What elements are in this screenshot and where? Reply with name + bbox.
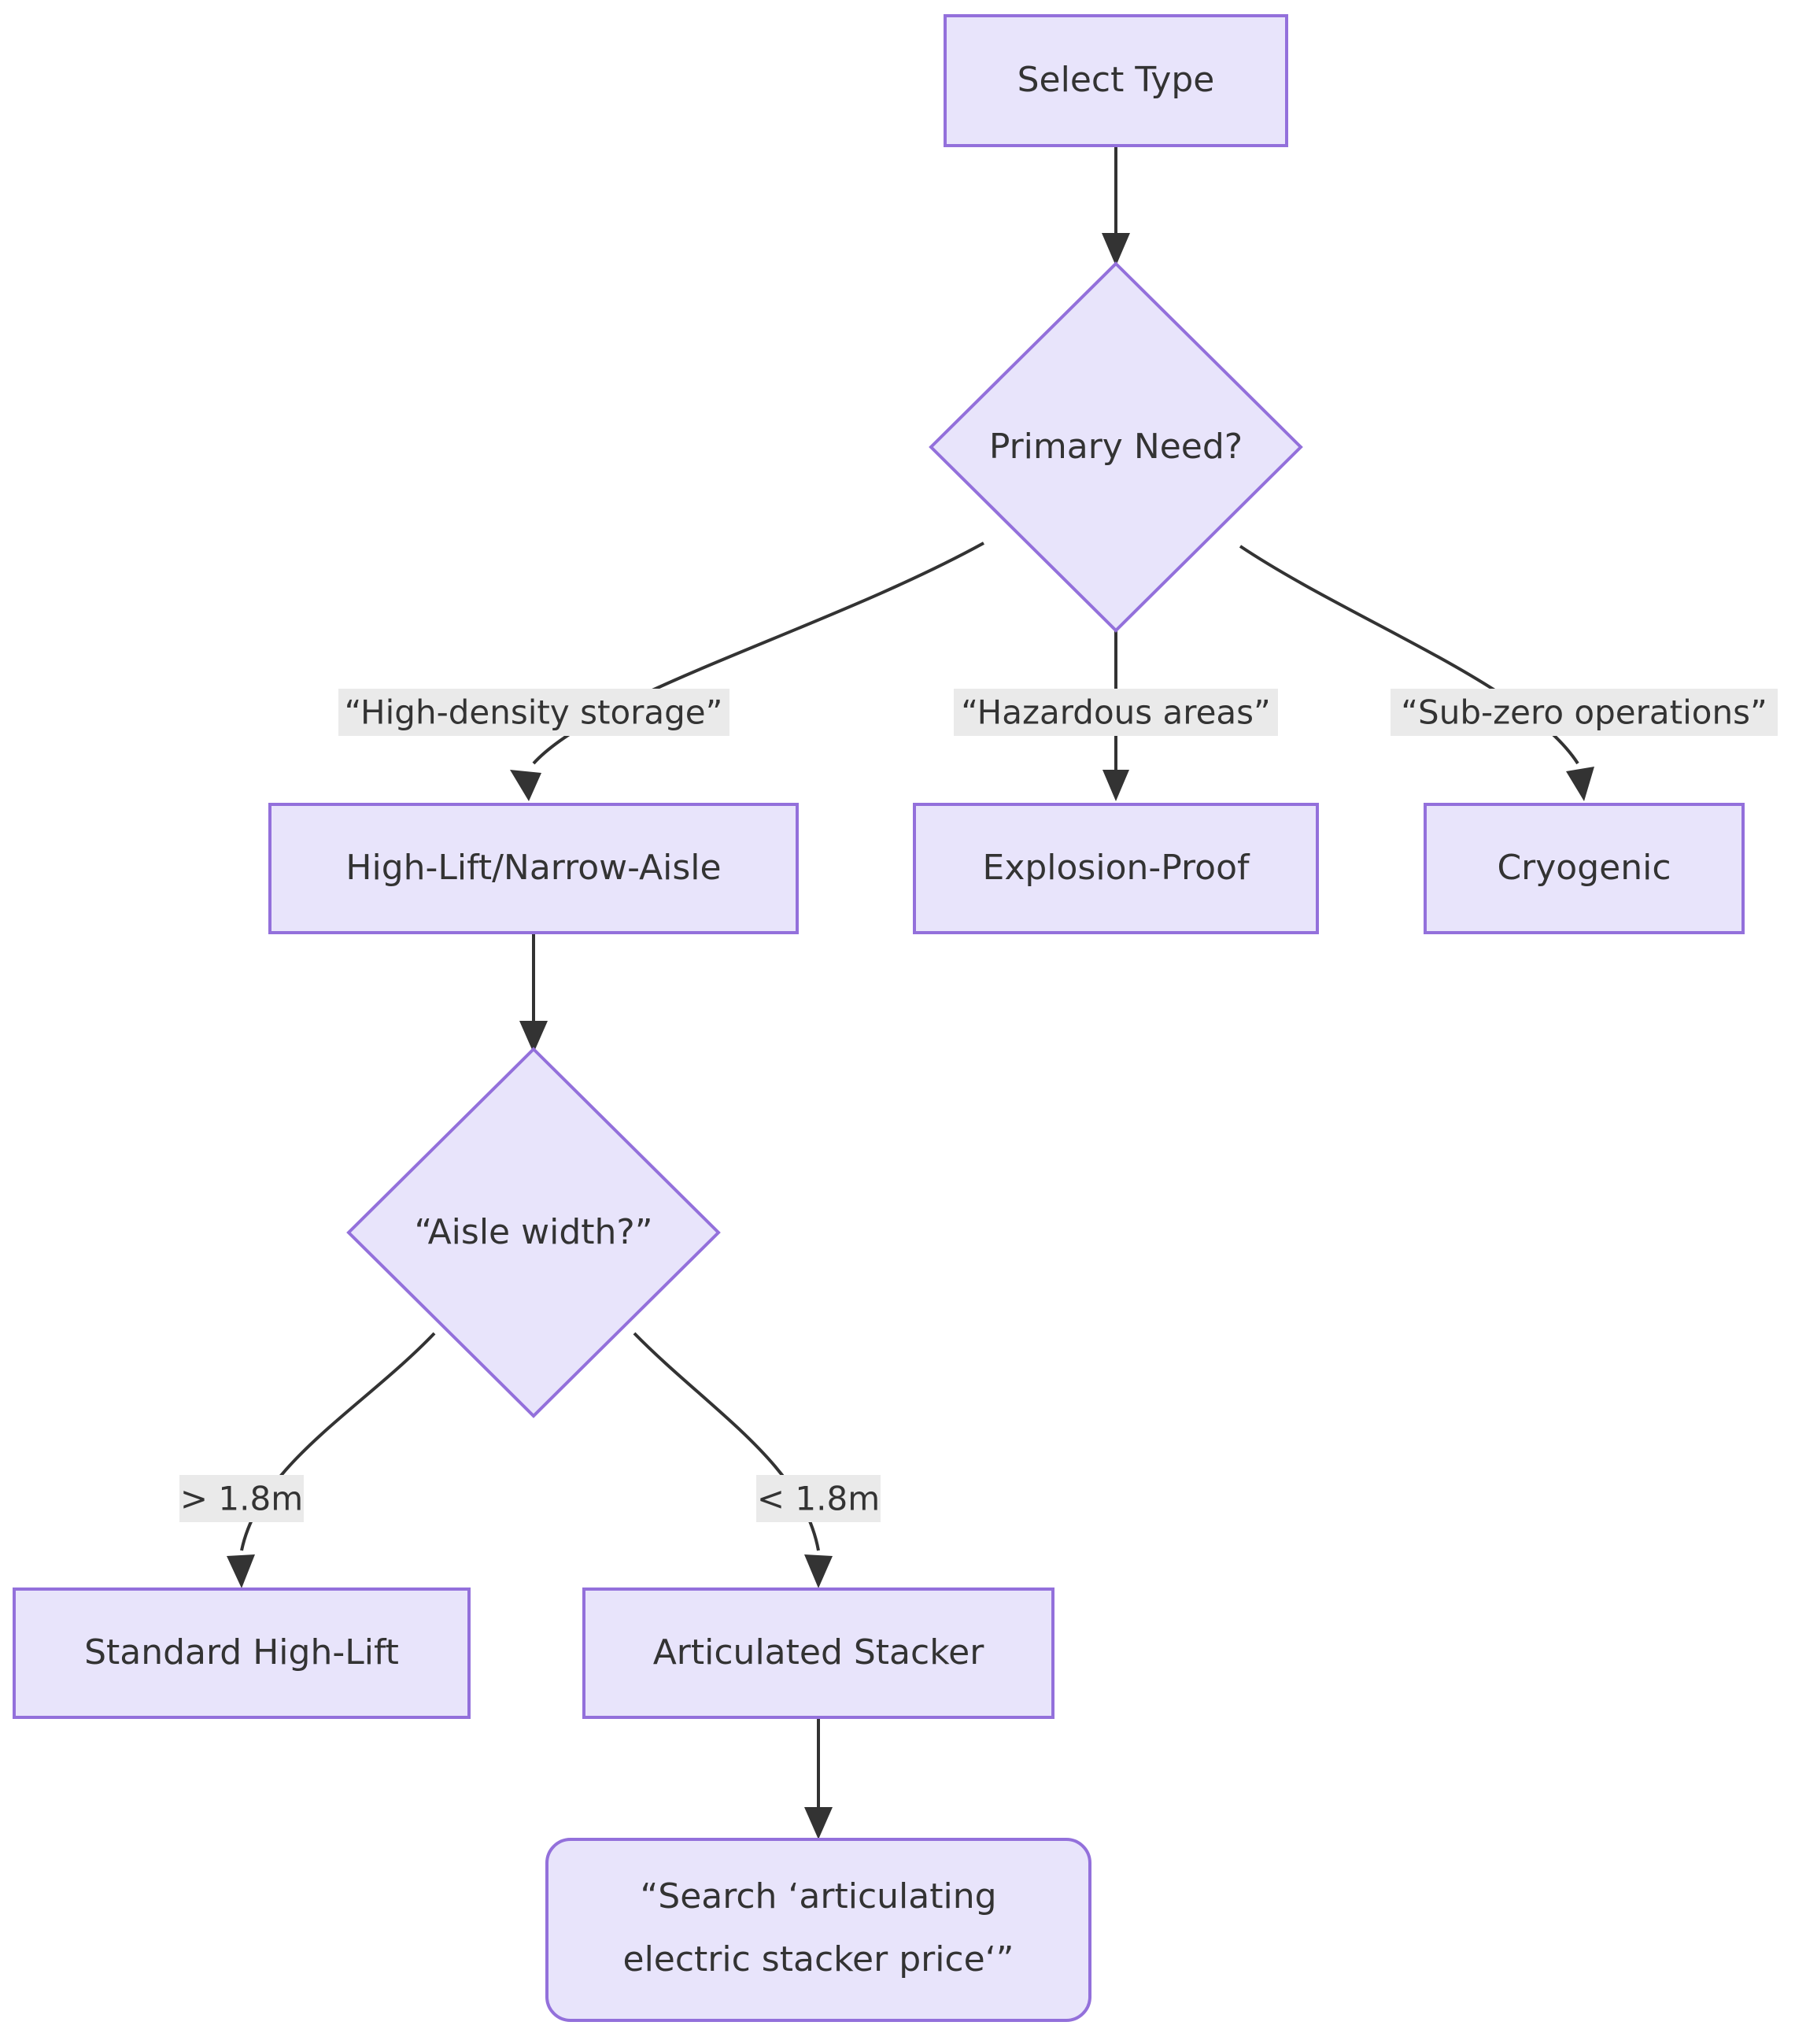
edge-label-background <box>338 689 729 736</box>
node-aisle-width-label: “Aisle width?” <box>414 1212 652 1252</box>
node-high-lift-narrow-aisle-label: High-Lift/Narrow-Aisle <box>345 848 721 888</box>
edge-label-text: “High-density storage” <box>345 693 723 732</box>
node-high-lift-narrow-aisle-shape[interactable] <box>268 803 799 934</box>
edge-label-background <box>756 1475 881 1522</box>
node-primary-need-label: Primary Need? <box>989 427 1243 467</box>
arrowhead-icon <box>519 1021 548 1053</box>
edge-label-less-than-1-8m: < 1.8m <box>756 1475 881 1522</box>
node-select-type[interactable]: Select Type <box>944 14 1288 147</box>
edge-select-type-to-primary-need <box>1102 146 1130 266</box>
node-cryogenic[interactable]: Cryogenic <box>1424 803 1745 934</box>
arrowhead-icon <box>227 1554 255 1588</box>
node-select-type-label: Select Type <box>1018 60 1215 100</box>
edge-aisle-width-to-standard-high-lift <box>227 1332 436 1588</box>
edge-label-background <box>179 1475 304 1522</box>
node-cryogenic-label: Cryogenic <box>1497 848 1671 888</box>
node-high-lift-narrow-aisle[interactable]: High-Lift/Narrow-Aisle <box>268 803 799 934</box>
node-aisle-width-shape[interactable] <box>346 1047 721 1418</box>
node-explosion-proof-shape[interactable] <box>913 803 1319 934</box>
node-standard-high-lift-label: Standard High-Lift <box>84 1632 399 1673</box>
node-primary-need[interactable]: Primary Need? <box>929 261 1303 633</box>
edge-label-text: “Sub-zero operations” <box>1401 693 1767 732</box>
edge-articulated-stacker-to-search-query <box>804 1717 833 1839</box>
node-cryogenic-shape[interactable] <box>1424 803 1745 934</box>
node-select-type-shape[interactable] <box>944 14 1288 147</box>
edge-label-background <box>954 689 1278 736</box>
edge-label-sub-zero-operations: “Sub-zero operations” <box>1391 689 1778 736</box>
arrowhead-icon <box>510 770 541 801</box>
edge-primary-need-to-high-lift <box>510 541 984 801</box>
edge-label-background <box>1391 689 1778 736</box>
edge-high-lift-to-aisle-width <box>519 933 548 1053</box>
arrowhead-icon <box>804 1807 833 1839</box>
arrowhead-icon <box>1566 767 1594 801</box>
edge-primary-need-to-cryogenic <box>1239 545 1594 801</box>
node-standard-high-lift-shape[interactable] <box>13 1588 471 1719</box>
edge-label-text: > 1.8m <box>180 1480 303 1518</box>
edge-label-text: “Hazardous areas” <box>961 693 1271 732</box>
edge-label-greater-than-1-8m: > 1.8m <box>179 1475 304 1522</box>
node-search-query[interactable]: “Search ‘articulating electric stacker p… <box>545 1838 1091 2022</box>
node-standard-high-lift[interactable]: Standard High-Lift <box>13 1588 471 1719</box>
node-group: Select Type Primary Need? High-Lift/Narr… <box>13 14 1745 2022</box>
node-aisle-width[interactable]: “Aisle width?” <box>346 1047 721 1418</box>
edge-label-group: “High-density storage” “Hazardous areas”… <box>179 689 1778 1522</box>
edge-label-high-density-storage: “High-density storage” <box>338 689 729 736</box>
node-search-query-label-line1: “Search ‘articulating <box>640 1876 996 1916</box>
node-search-query-label-line2: electric stacker price‘” <box>623 1939 1014 1979</box>
node-articulated-stacker-label: Articulated Stacker <box>653 1632 984 1673</box>
node-search-query-shape[interactable] <box>545 1838 1091 2022</box>
node-primary-need-shape[interactable] <box>929 261 1303 633</box>
node-explosion-proof[interactable]: Explosion-Proof <box>913 803 1319 934</box>
edge-label-text: < 1.8m <box>757 1480 880 1518</box>
edge-group <box>227 146 1594 1839</box>
edge-aisle-width-to-articulated-stacker <box>633 1332 833 1588</box>
node-explosion-proof-label: Explosion-Proof <box>983 848 1250 888</box>
arrowhead-icon <box>804 1554 833 1588</box>
edge-label-hazardous-areas: “Hazardous areas” <box>954 689 1278 736</box>
arrowhead-icon <box>1102 233 1130 266</box>
node-articulated-stacker-shape[interactable] <box>582 1588 1054 1719</box>
arrowhead-icon <box>1102 770 1129 801</box>
node-articulated-stacker[interactable]: Articulated Stacker <box>582 1588 1054 1719</box>
